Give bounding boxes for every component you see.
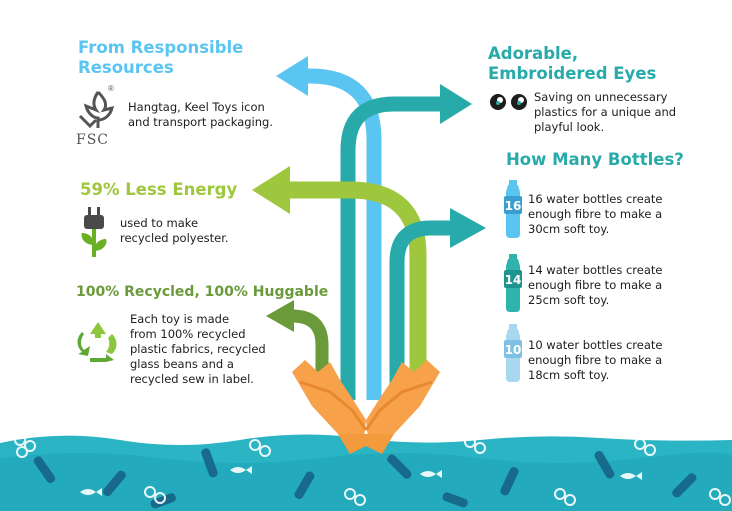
energy-text-line2: recycled polyester. xyxy=(120,231,229,245)
arrow-blue-head xyxy=(276,56,308,96)
arrow-green-head xyxy=(252,166,290,214)
recycled-text-line: plastic fabrics, recycled xyxy=(130,342,266,356)
bottle-text-line: enough fibre to make a xyxy=(528,278,663,292)
recycled-text-line: glass beans and a xyxy=(130,357,234,371)
bottle-text-line: 16 water bottles create xyxy=(528,192,663,206)
bottle-description: 16 water bottles create enough fibre to … xyxy=(528,192,663,237)
bottle-text-line: enough fibre to make a xyxy=(528,353,663,367)
arrow-teal-top xyxy=(340,96,442,400)
energy-description: used to make recycled polyester. xyxy=(120,216,229,246)
cupped-hands-illustration xyxy=(292,360,440,454)
plug-leaf-icon xyxy=(78,205,110,261)
eyes-icon xyxy=(488,92,530,112)
bottle-text-line: 10 water bottles create xyxy=(528,338,663,352)
bottle-icon: 16 xyxy=(502,180,524,238)
fsc-logo-text: FSC xyxy=(76,132,110,148)
fsc-heading: From Responsible Resources xyxy=(78,38,243,78)
recycled-text-line: recycled sew in label. xyxy=(130,372,254,386)
bottle-text-line: 14 water bottles create xyxy=(528,263,663,277)
tree-checkmark-icon xyxy=(78,90,115,129)
bottle-text-line: 25cm soft toy. xyxy=(528,293,610,307)
recycled-text-line: from 100% recycled xyxy=(130,327,246,341)
eyes-text-line2: plastics for a unique and xyxy=(534,105,677,119)
bottle-text-line: 18cm soft toy. xyxy=(528,368,610,382)
bottle-text-line: enough fibre to make a xyxy=(528,207,663,221)
eyes-text-line3: playful look. xyxy=(534,120,605,134)
bottle-text-line: 30cm soft toy. xyxy=(528,222,610,236)
fsc-heading-line2: Resources xyxy=(78,58,174,77)
fsc-heading-line1: From Responsible xyxy=(78,38,244,57)
bottle-description: 14 water bottles create enough fibre to … xyxy=(528,263,663,308)
bottles-heading: How Many Bottles? xyxy=(506,150,684,169)
ocean-plastic-illustration xyxy=(0,434,732,511)
fsc-text-line2: and transport packaging. xyxy=(128,115,273,129)
recycled-heading: 100% Recycled, 100% Huggable xyxy=(76,284,329,300)
bottle-number: 10 xyxy=(505,343,522,357)
bottle-icon: 10 xyxy=(502,324,524,382)
recycle-icon xyxy=(76,318,120,362)
eyes-heading-line2: Embroidered Eyes xyxy=(488,64,657,83)
arrow-teal-mid xyxy=(389,220,452,390)
recycled-text-line: Each toy is made xyxy=(130,312,230,326)
fsc-description: Hangtag, Keel Toys icon and transport pa… xyxy=(128,100,273,130)
arrow-teal-mid-head xyxy=(450,208,486,248)
bottle-number: 16 xyxy=(505,199,522,213)
bottle-icon: 14 xyxy=(502,254,524,312)
registered-mark: ® xyxy=(108,84,114,93)
bottle-number: 14 xyxy=(505,273,522,287)
arrow-green xyxy=(285,181,427,380)
fsc-text-line1: Hangtag, Keel Toys icon xyxy=(128,100,265,114)
bottle-description: 10 water bottles create enough fibre to … xyxy=(528,338,663,383)
fsc-logo: ® FSC xyxy=(74,84,122,150)
eyes-heading-line1: Adorable, xyxy=(488,44,579,63)
arrow-blue xyxy=(300,68,382,400)
eyes-text-line1: Saving on unnecessary xyxy=(534,90,668,104)
eyes-description: Saving on unnecessary plastics for a uni… xyxy=(534,90,676,135)
energy-heading: 59% Less Energy xyxy=(80,180,238,199)
arrow-olive-head xyxy=(266,300,294,332)
energy-text-line1: used to make xyxy=(120,216,199,230)
arrow-teal-top-head xyxy=(440,84,472,124)
recycled-description: Each toy is made from 100% recycled plas… xyxy=(130,312,266,387)
eyes-heading: Adorable, Embroidered Eyes xyxy=(488,44,656,84)
